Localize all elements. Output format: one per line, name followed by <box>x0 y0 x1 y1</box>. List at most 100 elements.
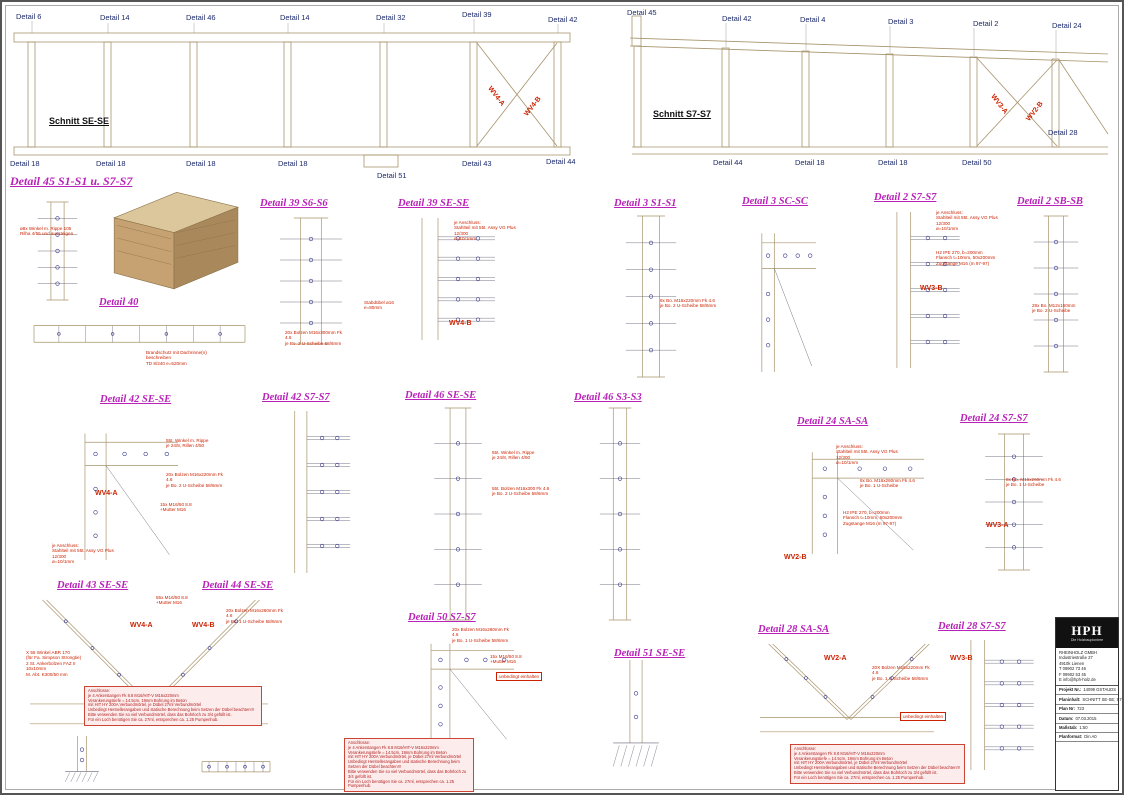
detail-title-46-s3: Detail 46 S3-S3 <box>574 392 642 403</box>
field-value: 723 <box>1077 706 1085 712</box>
annotation: 8x Bo. M16x260mm Fk 4.6 je Bo. 1 U-Schei… <box>1006 477 1061 488</box>
company-line: T 09902 73 46 <box>1059 666 1086 672</box>
detail-45-sketch <box>30 200 85 302</box>
annotation: 20x Bolzen M16x220mm Fk 4.6 je Bo. 2 U-S… <box>166 472 223 488</box>
detail-title-2-s7: Detail 2 S7-S7 <box>874 192 937 203</box>
section-se-bottom-label: Detail 43 <box>462 159 492 168</box>
detail-title-46-se: Detail 46 SE-SE <box>405 390 477 401</box>
detail-title-51-se: Detail 51 SE-SE <box>614 648 686 659</box>
detail-title-45: Detail 45 S1-S1 u. S7-S7 <box>10 174 133 188</box>
detail-title-3-sc: Detail 3 SC-SC <box>742 196 808 207</box>
detail-title-24-sa: Detail 24 SA-SA <box>797 416 869 427</box>
detail-title-44-se: Detail 44 SE-SE <box>202 580 274 591</box>
detail-43-base-sketch <box>54 734 110 786</box>
company-line: Industriestraße 27 <box>1059 655 1093 661</box>
annotation: 55t. Bolzen M16x300 Fk 4.6 je Bo. 2 U-Sc… <box>492 486 550 497</box>
section-s7-top-label: Detail 3 <box>888 17 914 26</box>
annotation: ø8x Winkel m. Rippe 105 Rilha 4/55 und a… <box>20 226 74 237</box>
section-s7-top-label: Detail 45 <box>627 8 657 17</box>
detail-title-3-s1: Detail 3 S1-S1 <box>614 198 677 209</box>
section-s7-bottom-label: Detail 18 <box>878 158 908 167</box>
field-value: SCHNITT SE-SE; S7-S7 <box>1082 696 1124 702</box>
annotation-anchor-note: Anschlüsse: je 4 Ankerstangen Fk 8.8 M16… <box>344 738 474 793</box>
detail-39-s6-sketch <box>268 216 354 346</box>
detail-2-s7-sketch <box>878 210 964 370</box>
titleblock-field-planno: Plan Nr: 723 <box>1056 705 1118 715</box>
wv-label: WV2-A <box>824 655 847 662</box>
detail-50-sketch <box>398 630 516 745</box>
field-value: Din A0 <box>1084 734 1097 740</box>
field-label: Plan Nr: <box>1059 706 1076 712</box>
section-s7-top-label: Detail 24 <box>1052 21 1082 30</box>
annotation: je Anschluss: Stahlteil mit 55t. Assy VG… <box>836 444 898 466</box>
section-s7-bottom-label: Detail 18 <box>795 158 825 167</box>
section-s7-title: Schnitt S7-S7 <box>653 109 712 119</box>
field-label: Planformat: <box>1059 734 1083 740</box>
detail-3-sc-sketch <box>740 214 818 374</box>
detail-title-50-s7: Detail 50 S7-S7 <box>408 612 476 623</box>
detail-42-s7-sketch <box>278 409 354 575</box>
section-se-top-label: Detail 46 <box>186 13 216 22</box>
annotation: H2 IPE 270, b=200mm Flansch t=10mm, 50x2… <box>936 250 996 266</box>
annotation-warning: unbedingt einhalten <box>496 672 543 682</box>
annotation: je Anschluss: Stahlteil mit 55t. Assy VG… <box>454 220 516 242</box>
wv-label: WV4-A <box>95 490 118 497</box>
detail-46-se-sketch <box>425 406 491 622</box>
detail-title-28-s7: Detail 28 S7-S7 <box>938 621 1006 632</box>
detail-title-28-sa: Detail 28 SA-SA <box>758 624 830 635</box>
detail-42-se-sketch <box>48 416 180 562</box>
section-se-top-label: Detail 39 <box>462 10 492 19</box>
detail-40-sketch <box>32 310 247 362</box>
detail-title-40: Detail 40 <box>99 297 139 308</box>
section-se-bottom-label: Detail 18 <box>96 159 126 168</box>
section-se-bottom-label: Detail 18 <box>186 159 216 168</box>
detail-title-24-s7: Detail 24 S7-S7 <box>960 413 1028 424</box>
wv-label: WV3-A <box>986 522 1009 529</box>
detail-title-42-s7: Detail 42 S7-S7 <box>262 392 330 403</box>
annotation: 20X Bolzen M16x220mm Fk 4.6 je Bo. 1 U-S… <box>872 665 930 681</box>
detail-title-2-sb: Detail 2 SB-SB <box>1017 196 1083 207</box>
wv-label: WV4-B <box>449 320 472 327</box>
field-label: Datum: <box>1059 715 1074 721</box>
section-se-bottom-label: Detail 18 <box>278 159 308 168</box>
wv-label: WV3-B <box>950 655 973 662</box>
annotation: 55x M16/50 8.8 +Mutter M16 <box>156 595 188 606</box>
section-se-top-label: Detail 14 <box>280 13 310 22</box>
annotation: 28x Bo. M12x160mm je Bo. 2 U-Scheibe <box>1032 303 1076 314</box>
annotation-anchor-note: Anschlüsse: je 4 Ankerstangen Fk 8.8 M16… <box>790 744 965 784</box>
company-line: E info@hph-holz.de <box>1059 677 1096 683</box>
annotation: 15x M16/50 8.8 +Mutter M16 <box>160 502 192 513</box>
brace-label-wv4a: WV4-A <box>486 85 506 108</box>
section-se-top-label: Detail 42 <box>548 15 578 24</box>
wv-label: WV3-B <box>920 285 943 292</box>
annotation: 20x Bolzen M16x300mm Fk 4.6 je Bo. 2 U-S… <box>285 330 342 346</box>
company-logo-text: HPH <box>1071 622 1103 638</box>
field-value: 14099 GSTAUDS <box>1083 687 1117 693</box>
annotation: 8x Bo. M16x260mm Fk 4.6 je Bo. 1 U-Schei… <box>860 478 915 489</box>
section-se-title: Schnitt SE-SE <box>49 116 110 126</box>
detail-3-s1-sketch <box>616 214 686 379</box>
brace-label-wv4b: WV4-B <box>523 95 543 118</box>
detail-24-s7-sketch <box>974 432 1054 572</box>
detail-24-sa-sketch <box>768 438 926 556</box>
detail-title-42-se: Detail 42 SE-SE <box>100 394 172 405</box>
company-line: 4910k Lienen <box>1059 660 1085 666</box>
annotation: Brandschutz mit Dachrinne(n) beschreiben… <box>146 350 207 366</box>
titleblock-field-format: Planformat: Din A0 <box>1056 733 1118 743</box>
company-line: RHEINHOLZ GMBH <box>1059 650 1097 655</box>
detail-44-base-sketch <box>200 752 272 784</box>
detail-45-corner-joint-3d-image <box>106 186 242 292</box>
section-se-top-label: Detail 32 <box>376 13 406 22</box>
annotation: je Anschluss: Stahlteil mit 55t. Assy VG… <box>52 543 114 565</box>
annotation: X 55 Winkel ABR 170 (für Fa. Simpson Str… <box>26 650 82 677</box>
detail-2-sb-sketch <box>1025 214 1087 374</box>
titleblock-field-scale: Maßstab: 1:50 <box>1056 724 1118 733</box>
section-se-support-label: Detail 51 <box>377 171 407 180</box>
annotation: 8x Bo. M16x220mm Fk 4.6 je Bo. 2 U-Schei… <box>660 298 717 309</box>
section-se-top-label: Detail 6 <box>16 12 42 21</box>
detail-39-se-sketch <box>400 216 500 342</box>
section-s7-top-label: Detail 42 <box>722 14 752 23</box>
detail-51-sketch <box>598 658 674 776</box>
field-value: 1:50 <box>1079 725 1088 731</box>
